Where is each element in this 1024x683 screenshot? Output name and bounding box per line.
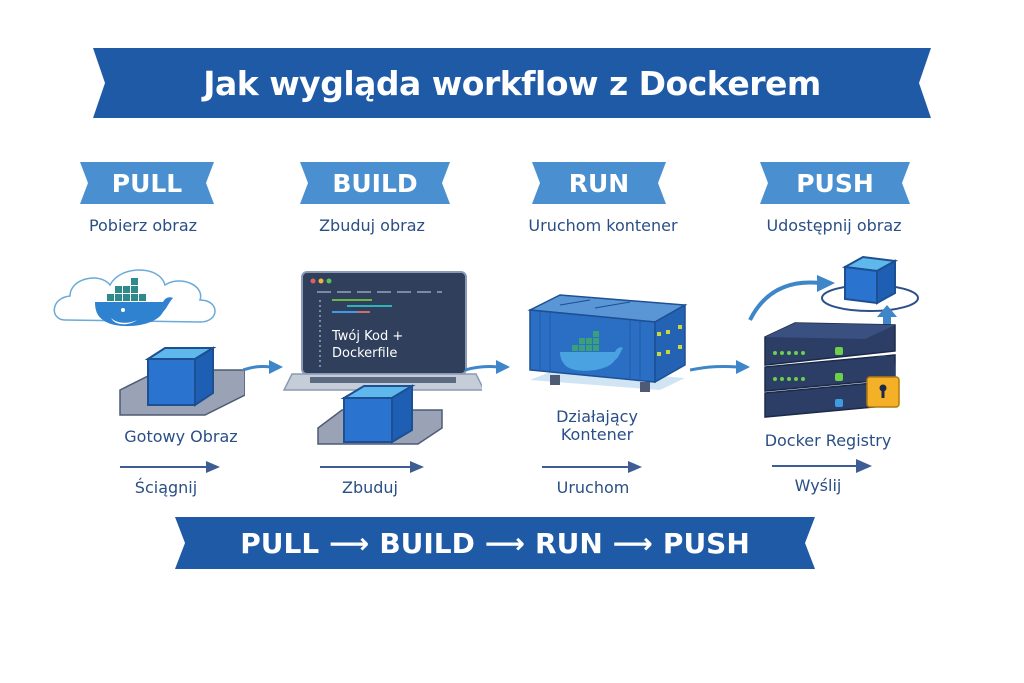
caption-pull: Gotowy Obraz xyxy=(124,427,238,446)
action-arrow-icon xyxy=(120,461,220,473)
action-pull: Ściągnij xyxy=(134,478,198,497)
flow-arrow-icon xyxy=(690,360,750,374)
action-push: Wyślij xyxy=(794,476,842,495)
stage-label: PULL xyxy=(111,168,183,198)
stage-banner-pull: PULL xyxy=(80,162,214,204)
flow-arrow-icon xyxy=(243,360,283,374)
flow-step-push: PUSH xyxy=(662,526,750,560)
flow-arrow-icon xyxy=(465,360,510,374)
stage-subtitle-run: Uruchom kontener xyxy=(528,216,678,235)
page-title: Jak wygląda workflow z Dockerem xyxy=(203,63,821,103)
server-registry-icon xyxy=(748,255,919,418)
caption-run: Działający Kontener xyxy=(497,408,697,444)
stage-banner-build: BUILD xyxy=(300,162,450,204)
screen-text-line-1: Twój Kod + xyxy=(332,329,404,344)
stage-subtitle-push: Udostępnij obraz xyxy=(766,216,902,235)
flow-step-build: BUILD xyxy=(379,526,475,560)
action-run: Uruchom xyxy=(556,478,630,497)
cloud-docker-whale-icon xyxy=(53,269,245,416)
action-build: Zbuduj xyxy=(342,478,398,497)
stage-subtitle-build: Zbuduj obraz xyxy=(319,216,425,235)
caption-push: Docker Registry xyxy=(764,431,892,450)
action-arrow-icon xyxy=(772,459,872,473)
flow-arrow-icon: ⟶ xyxy=(329,526,370,560)
flow-arrow-icon: ⟶ xyxy=(484,526,526,560)
screen-text-line-2: Dockerfile xyxy=(332,346,398,361)
flow-step-pull: PULL xyxy=(240,526,320,560)
action-arrow-icon xyxy=(542,461,642,473)
container-icon xyxy=(527,294,688,392)
title-banner: Jak wygląda workflow z Dockerem xyxy=(93,48,931,118)
flow-step-run: RUN xyxy=(535,526,603,560)
stage-label: RUN xyxy=(568,168,630,198)
action-arrow-icon xyxy=(320,461,424,473)
caption-run-line-2: Kontener xyxy=(560,425,634,444)
flow-summary-banner: PULL ⟶ BUILD ⟶ RUN ⟶ PUSH xyxy=(175,517,815,569)
stage-banner-push: PUSH xyxy=(760,162,910,204)
laptop-code-icon: Twój Kod + Dockerfile xyxy=(282,270,482,450)
flow-arrow-icon: ⟶ xyxy=(612,526,653,560)
stage-label: PUSH xyxy=(796,168,874,198)
stage-subtitle-pull: Pobierz obraz xyxy=(88,216,198,235)
caption-run-line-1: Działający xyxy=(556,407,638,426)
stage-banner-run: RUN xyxy=(532,162,666,204)
stage-label: BUILD xyxy=(332,168,418,198)
